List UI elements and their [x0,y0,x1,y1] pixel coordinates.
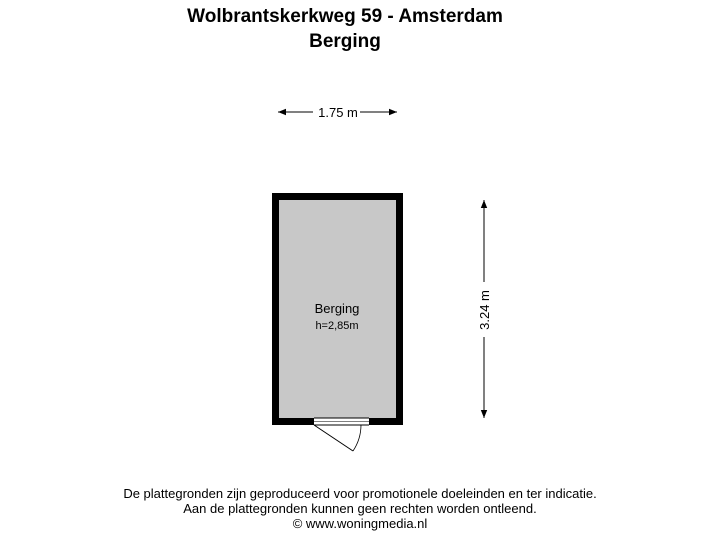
room-name: Berging [315,301,360,316]
copyright-line: © www.woningmedia.nl [292,516,428,531]
depth-dimension: 3.24 m [477,200,492,418]
room-berging: Berging h=2,85m [272,193,403,452]
room-height: h=2,85m [315,320,358,332]
width-dimension: 1.75 m [278,105,397,120]
address-title: Wolbrantskerkweg 59 - Amsterdam [187,6,503,27]
door-swing-arc [352,424,362,452]
door-leaf [313,424,354,452]
disclaimer-line-1: De plattegronden zijn geproduceerd voor … [123,486,597,501]
floor-title: Berging [309,31,381,52]
width-dimension-label: 1.75 m [318,105,358,120]
room-floor [279,200,396,418]
depth-dimension-label: 3.24 m [477,290,492,330]
disclaimer-line-2: Aan de plattegronden kunnen geen rechten… [183,501,537,516]
